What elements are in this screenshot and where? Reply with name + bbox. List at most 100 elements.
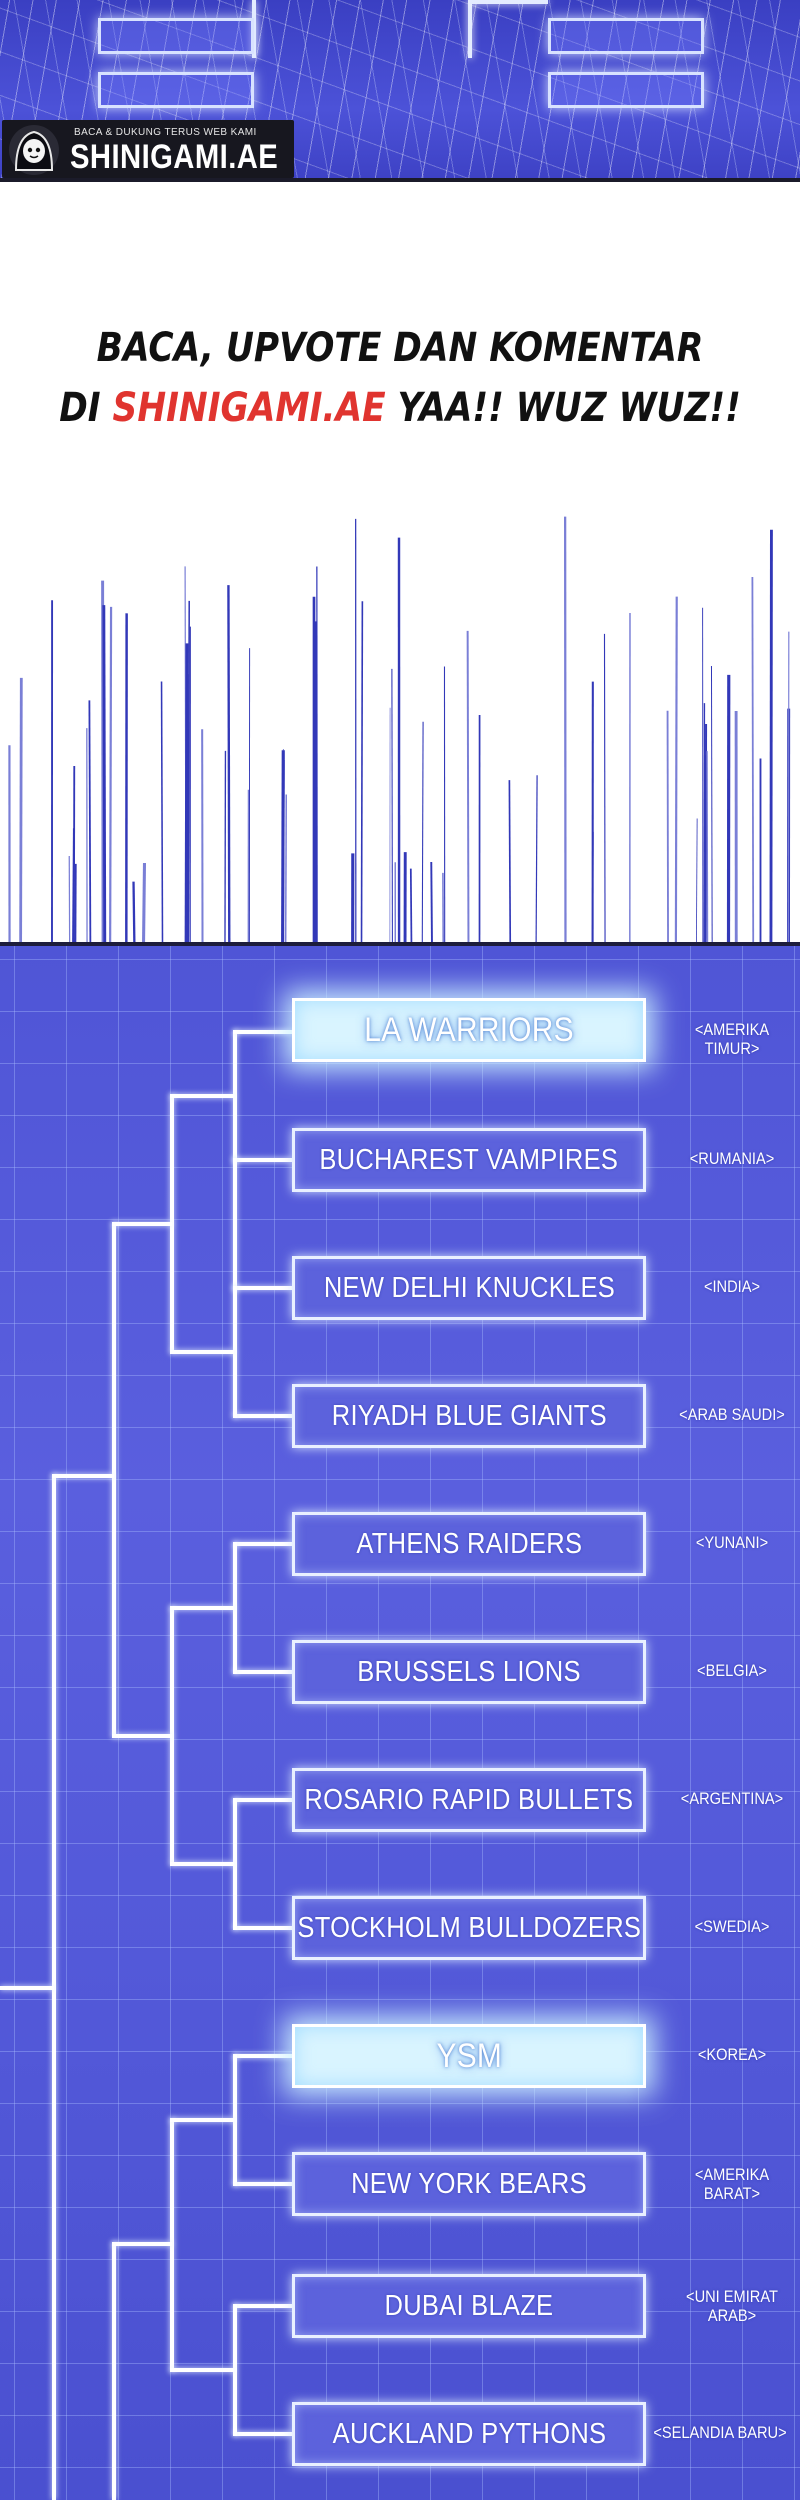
team-country: <KOREA>	[663, 2045, 800, 2064]
team-box-stockholm-bulldozers[interactable]: STOCKHOLM BULLDOZERS	[292, 1896, 646, 1960]
ghost-bracket-line	[468, 0, 472, 58]
speed-line	[391, 668, 393, 942]
speed-line	[142, 862, 147, 942]
speed-line	[674, 596, 678, 942]
team-name: YSM	[436, 2036, 502, 2075]
country-line: <YUNANI>	[695, 1533, 769, 1552]
team-country: <UNI EMIRAT ARAB>	[663, 2287, 800, 2325]
team-box-ysm[interactable]: YSM	[292, 2024, 646, 2088]
bracket-connector	[112, 2242, 172, 2246]
site-logo[interactable]: BACA & DUKUNG TERUS WEB KAMI SHINIGAMI.A…	[2, 120, 294, 178]
bracket-connector	[233, 1158, 237, 1290]
speed-line	[187, 600, 190, 942]
message-line-2: DI SHINIGAMI.AE YAA!! WUZ WUZ!!	[56, 378, 744, 438]
team-country: <AMERIKA BARAT>	[663, 2165, 800, 2203]
message-brand-link[interactable]: SHINIGAMI.AE	[112, 385, 386, 431]
country-line: BARAT>	[703, 2184, 761, 2203]
country-line: <KOREA>	[697, 2045, 767, 2064]
bracket-connector	[233, 1542, 292, 1546]
speed-line	[360, 601, 364, 942]
speed-line	[535, 775, 538, 942]
country-line: ARAB>	[707, 2306, 757, 2325]
bracket-connector	[233, 1926, 292, 1930]
bracket-connector	[112, 1222, 172, 1226]
team-name: BUCHAREST VAMPIRES	[319, 1143, 619, 1176]
bracket-connector	[233, 1542, 237, 1674]
team-box-bucharest-vampires[interactable]: BUCHAREST VAMPIRES	[292, 1128, 646, 1192]
banner-divider	[0, 178, 800, 182]
team-box-athens-raiders[interactable]: ATHENS RAIDERS	[292, 1512, 646, 1576]
team-name: AUCKLAND PYTHONS	[332, 2417, 606, 2450]
tournament-bracket: LA WARRIORS <AMERIKA TIMUR> BUCHAREST VA…	[0, 942, 800, 2500]
message-suffix: YAA!! WUZ WUZ!!	[385, 385, 741, 431]
speed-line	[696, 818, 698, 942]
team-box-riyadh-blue-giants[interactable]: RIYADH BLUE GIANTS	[292, 1384, 646, 1448]
logo-brand: SHINIGAMI.AE	[70, 138, 279, 176]
bracket-connector	[170, 1606, 234, 1610]
ghost-bracket-line	[252, 0, 256, 58]
team-country: <RUMANIA>	[663, 1149, 800, 1168]
bracket-connector	[233, 2054, 237, 2186]
speed-line	[227, 585, 231, 942]
bracket-connector	[233, 2054, 292, 2058]
speed-line	[281, 750, 285, 942]
speed-line	[409, 868, 413, 942]
speed-line	[421, 721, 424, 942]
team-box-brussels-lions[interactable]: BRUSSELS LIONS	[292, 1640, 646, 1704]
country-line: <INDIA>	[703, 1277, 761, 1296]
country-line: <SWEDIA>	[694, 1917, 770, 1936]
ghost-bracket-box	[98, 72, 254, 108]
team-name: ROSARIO RAPID BULLETS	[304, 1783, 634, 1816]
country-line: <ARAB SAUDI>	[679, 1405, 785, 1424]
team-country: <INDIA>	[663, 1277, 800, 1296]
country-line: <AMERIKA	[694, 2165, 770, 2184]
speed-line	[430, 862, 433, 942]
speed-line	[508, 780, 512, 942]
bracket-connector	[112, 1222, 116, 1736]
bracket-connector	[233, 2304, 237, 2436]
bracket-connector	[233, 1670, 292, 1674]
team-country: <ARGENTINA>	[663, 1789, 800, 1808]
speed-line	[466, 630, 470, 942]
bracket-connector	[233, 1030, 237, 1162]
message-prefix: DI	[59, 385, 113, 431]
message-line-1: BACA, UPVOTE DAN KOMENTAR	[96, 325, 704, 371]
bracket-connector	[170, 2118, 174, 2372]
bracket-connector	[233, 1158, 292, 1162]
bracket-connector	[233, 2304, 292, 2308]
call-to-action-message: BACA, UPVOTE DAN KOMENTAR DI SHINIGAMI.A…	[0, 318, 800, 438]
team-box-dubai-blaze[interactable]: DUBAI BLAZE	[292, 2274, 646, 2338]
team-country: <SELANDIA BARU>	[651, 2423, 789, 2442]
team-country: <YUNANI>	[663, 1533, 800, 1552]
bracket-connector	[112, 2242, 116, 2500]
ghost-bracket-box	[548, 18, 704, 54]
team-name: DUBAI BLAZE	[384, 2289, 554, 2322]
bracket-connector	[233, 2432, 292, 2436]
country-line: <BELGIA>	[697, 1661, 767, 1680]
speed-line	[19, 677, 23, 942]
bracket-connector	[233, 1286, 237, 1418]
team-box-auckland-pythons[interactable]: AUCKLAND PYTHONS	[292, 2402, 646, 2466]
country-line: <SELANDIA BARU>	[653, 2423, 787, 2442]
bracket-connector	[170, 1094, 234, 1098]
ghost-bracket-box	[548, 72, 704, 108]
country-line: TIMUR>	[704, 1039, 760, 1058]
speed-line	[710, 665, 713, 942]
speed-line	[102, 605, 107, 942]
team-name: STOCKHOLM BULLDOZERS	[297, 1911, 641, 1944]
team-box-new-york-bears[interactable]: NEW YORK BEARS	[292, 2152, 646, 2216]
team-box-new-delhi-knuckles[interactable]: NEW DELHI KNUCKLES	[292, 1256, 646, 1320]
bracket-connector	[52, 1474, 114, 1478]
team-box-la-warriors[interactable]: LA WARRIORS	[292, 998, 646, 1062]
top-banner: BACA & DUKUNG TERUS WEB KAMI SHINIGAMI.A…	[0, 0, 800, 182]
speed-line	[88, 700, 92, 942]
bracket-connector	[0, 1986, 54, 1990]
speed-line	[160, 681, 164, 942]
speed-line	[109, 606, 113, 942]
speed-line	[284, 794, 288, 942]
team-box-rosario-rapid-bullets[interactable]: ROSARIO RAPID BULLETS	[292, 1768, 646, 1832]
bracket-connector	[233, 1286, 292, 1290]
bracket-connector	[233, 1414, 292, 1418]
team-country: <BELGIA>	[663, 1661, 800, 1680]
speed-line	[706, 751, 709, 942]
